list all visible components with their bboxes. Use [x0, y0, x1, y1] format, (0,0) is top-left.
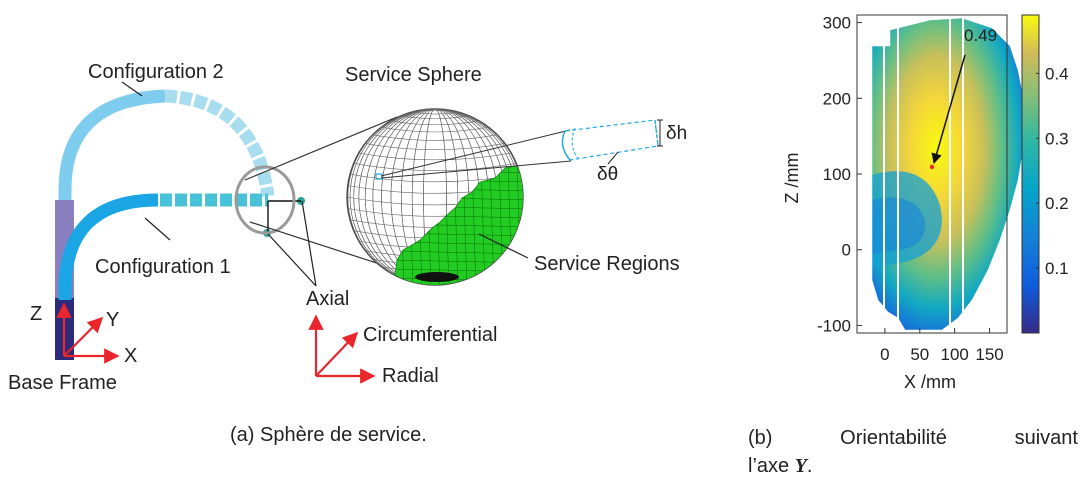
configuration-1-arc — [58, 193, 159, 300]
caption-b-label: (b) — [748, 427, 773, 449]
max-annotation-arrow — [931, 54, 966, 165]
zoom-lines — [244, 116, 398, 269]
service-regions-label: Service Regions — [534, 253, 680, 275]
service-element-marker — [375, 173, 383, 180]
sphere-south-pole — [415, 272, 459, 282]
sphere-wireframe — [347, 109, 523, 285]
radial-label: Radial — [382, 365, 439, 387]
sphere-detail-lines — [380, 129, 572, 179]
caption-b-word-2: suivant — [1014, 427, 1078, 449]
colorbar-tick-label: 0.1 — [1045, 259, 1069, 278]
base-frame: Z Y X Base Frame — [8, 302, 137, 394]
y-tick-label: 100 — [823, 165, 851, 184]
configuration-2-arc — [58, 89, 166, 200]
colorbar-tick-label: 0.2 — [1045, 194, 1069, 213]
caption-b-variable: Y — [794, 455, 807, 477]
panel-a: Configuration 2 Configuration 1 Z Y X Ba… — [8, 61, 687, 394]
y-tick-label: -100 — [817, 316, 851, 335]
y-tick-label: 200 — [823, 89, 851, 108]
y-tick-label: 0 — [842, 241, 851, 260]
config-1-leader-line — [144, 217, 171, 241]
service-sphere-label: Service Sphere — [345, 64, 482, 86]
frame-leader-line — [267, 200, 317, 287]
y-axis-label: Z /mm — [782, 153, 802, 204]
service-element-detail — [561, 119, 663, 165]
configuration-2-segments — [164, 89, 275, 197]
circumferential-label: Circumferential — [363, 324, 497, 346]
delta-theta-label: δθ — [597, 164, 618, 185]
base-frame-label: Base Frame — [8, 372, 117, 394]
delta-h-label: δh — [666, 123, 687, 144]
caption-b-suffix: . — [806, 455, 813, 477]
caption-b-prefix: l’axe — [748, 455, 795, 477]
service-sphere — [346, 108, 572, 286]
caption-a: (a) Sphère de service. — [230, 424, 427, 446]
x-tick-label: 50 — [910, 345, 929, 364]
colorbar: 0.4 0.3 0.2 0.1 — [1021, 14, 1069, 334]
config-2-leader-line — [121, 81, 143, 97]
base-axis-x-label: X — [124, 345, 137, 367]
wrist-highlight-ring — [234, 165, 296, 235]
max-point-marker — [929, 164, 935, 170]
x-axis-label: X /mm — [904, 372, 956, 392]
x-tick-label: 0 — [880, 345, 889, 364]
colorbar-scale — [1021, 14, 1040, 334]
wrist-joint-lines — [267, 200, 301, 233]
caption-b-word-1: Orientabilité — [840, 427, 947, 449]
caption-b: (b) Orientabilité suivant l’axe Y. — [748, 424, 1078, 480]
base-axis-z-label: Z — [30, 303, 42, 325]
tool-frame: Axial Circumferential Radial — [306, 288, 497, 387]
service-regions-leader — [478, 233, 529, 259]
x-axis: 0 50 100 150 — [880, 328, 1004, 364]
axial-label: Axial — [306, 288, 349, 310]
configuration-2-label: Configuration 2 — [88, 61, 224, 83]
base-axis-y — [63, 316, 104, 357]
y-axis: 300 200 100 0 -100 — [817, 14, 862, 335]
max-annotation-label: 0.49 — [964, 26, 997, 45]
x-tick-label: 100 — [940, 345, 968, 364]
base-axis-y-label: Y — [106, 309, 119, 331]
configuration-1-label: Configuration 1 — [95, 256, 231, 278]
x-tick-label: 150 — [975, 345, 1003, 364]
colorbar-tick-label: 0.3 — [1045, 129, 1069, 148]
y-tick-label: 300 — [823, 14, 851, 33]
panel-b: 0.49 300 200 100 0 -100 0 50 100 150 Z /mm X /m… — [782, 14, 1069, 392]
colorbar-tick-label: 0.4 — [1045, 64, 1069, 83]
